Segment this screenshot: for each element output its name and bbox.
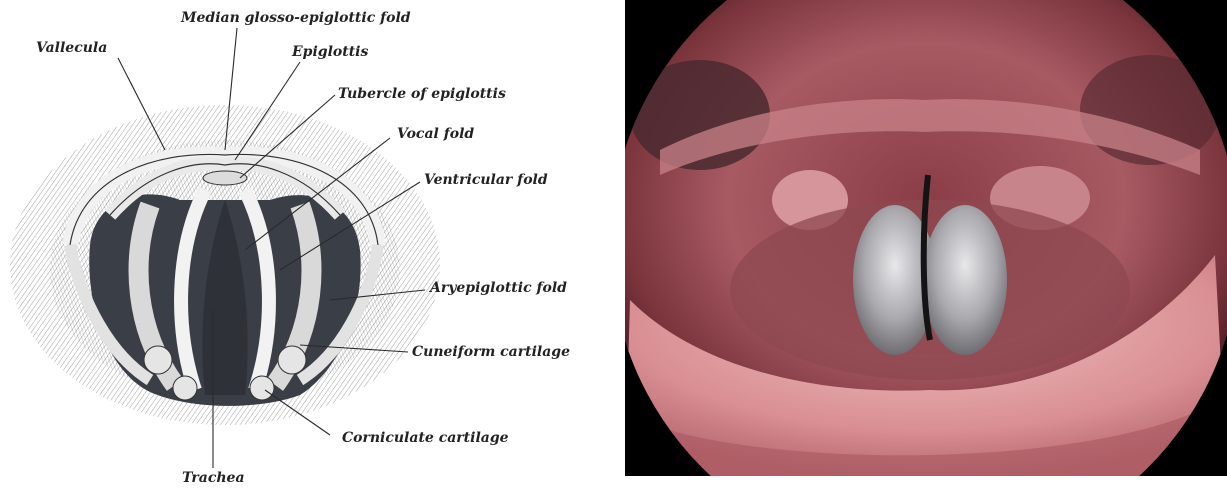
right-cuneiform-shape: [278, 346, 306, 374]
label-cuneiform-cartilage: Cuneiform cartilage: [412, 344, 570, 360]
label-corniculate-cartilage: Corniculate cartilage: [342, 430, 509, 446]
laryngoscopic-illustration: Median glosso-epiglottic fold Vallecula …: [10, 10, 570, 486]
label-aryepiglottic-fold: Aryepiglottic fold: [428, 280, 567, 296]
label-epiglottis: Epiglottis: [291, 44, 368, 60]
label-vallecula: Vallecula: [36, 40, 107, 56]
left-corniculate-shape: [173, 376, 197, 400]
label-trachea: Trachea: [182, 470, 245, 486]
label-ventricular-fold: Ventricular fold: [424, 172, 548, 188]
right-vocal-cord: [923, 205, 1007, 355]
laryngoscopic-photo: [625, 0, 1227, 476]
left-cuneiform-shape: [144, 346, 172, 374]
label-tubercle-of-epiglottis: Tubercle of epiglottis: [338, 86, 506, 102]
label-median-glosso-epiglottic-fold: Median glosso-epiglottic fold: [180, 10, 411, 26]
right-corniculate-shape: [250, 376, 274, 400]
label-vocal-fold: Vocal fold: [397, 126, 474, 142]
